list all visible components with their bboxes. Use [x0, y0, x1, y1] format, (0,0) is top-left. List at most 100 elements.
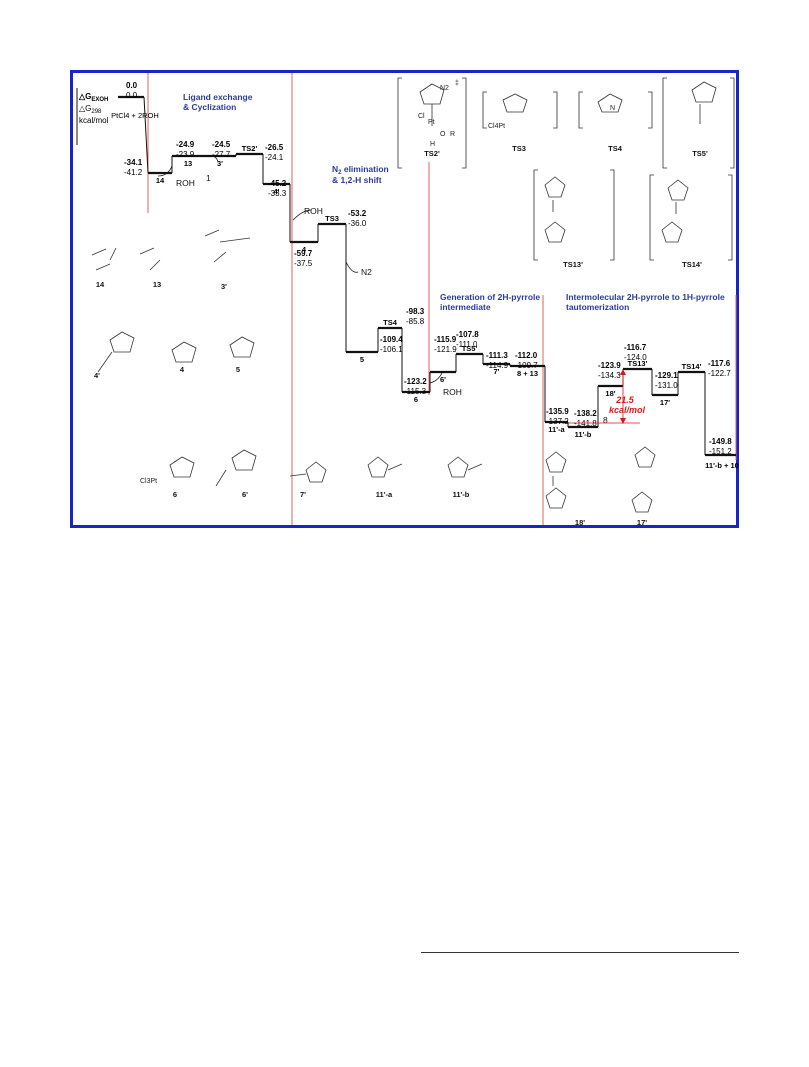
ts-bracket: [662, 77, 735, 169]
molecule-ring: [447, 456, 483, 478]
structure-label: 18': [575, 518, 585, 527]
energy-value-exoh: 0.0: [126, 81, 138, 90]
molecule-bonds: [91, 247, 117, 271]
level-label: TS3: [325, 214, 339, 223]
section-title: & Cyclization: [183, 102, 236, 112]
side-labels: ROH 1 ROH N2 ROH 8: [157, 155, 608, 425]
atom-label: Cl4Pt: [488, 123, 505, 130]
structure-label: TS13': [563, 260, 583, 269]
structure-label: TS5': [692, 149, 708, 158]
structure-label: 11'-a: [376, 490, 393, 499]
energy-value-exoh: -111.3: [486, 351, 508, 360]
level-label: TS2': [242, 144, 258, 153]
energy-value-298: -141.8: [574, 419, 597, 428]
energy-value-exoh: -107.8: [456, 330, 479, 339]
molecule-ring: [502, 93, 528, 113]
section-title: Intermolecular 2H-pyrrole to 1H-pyrrole: [566, 292, 725, 302]
molecule-bonds: [204, 229, 251, 263]
side-label: ROH: [443, 387, 462, 397]
energy-value-298: -137.2: [546, 417, 569, 426]
atom-label: N2: [440, 85, 449, 92]
energy-value-exoh: -24.5: [212, 140, 231, 149]
energy-value-298: -114.9: [486, 361, 509, 370]
legend-row1: △GEXOH: [78, 92, 108, 103]
energy-value-298: -115.3: [404, 387, 427, 396]
level-label: 3': [217, 159, 223, 168]
energy-value-298: -24.1: [265, 153, 284, 162]
barrier-value: 21.5: [615, 395, 635, 405]
structure-label: 5: [236, 365, 240, 374]
molecule-ring: [171, 341, 197, 363]
energy-value-exoh: -116.7: [624, 343, 647, 352]
energy-value-298: -151.2: [709, 447, 732, 456]
structure-label: 7': [300, 490, 306, 499]
molecule-ring: [229, 336, 255, 358]
level-label: PtCl4 + 2ROH: [111, 111, 159, 120]
atom-label: ‡: [455, 80, 459, 87]
atom-label: R: [450, 131, 455, 138]
molecule-ring: [544, 176, 566, 243]
structure-label: TS3: [512, 144, 526, 153]
energy-value-exoh: -98.3: [406, 307, 425, 316]
structure-label: 3': [221, 282, 227, 291]
level-label: 8 + 13: [517, 369, 538, 378]
structure-label: 11'-b: [453, 490, 470, 499]
energy-value-298: -23.9: [176, 150, 195, 159]
structure-label: TS14': [682, 260, 702, 269]
side-label: N2: [361, 267, 372, 277]
barrier-arrowheads: [620, 369, 626, 424]
footnote-rule: [421, 952, 739, 953]
structure-label: TS2': [424, 149, 440, 158]
level-label: 4': [274, 187, 280, 196]
legend: △GEXOH △G298 kcal/mol: [76, 88, 109, 145]
molecule-ring: [367, 456, 403, 478]
energy-value-exoh: -138.2: [574, 409, 597, 418]
level-label: 6': [440, 375, 446, 384]
energy-value-298: -106.1: [380, 345, 403, 354]
level-label: 13: [184, 159, 192, 168]
energy-value-exoh: -45.2: [268, 179, 287, 188]
energy-value-298: -134.3: [598, 371, 621, 380]
energy-value-exoh: -135.9: [546, 407, 569, 416]
section-title: Ligand exchange: [183, 92, 253, 102]
level-label: 11'-a: [548, 425, 565, 434]
side-label: 1: [206, 173, 211, 183]
legend-row2: △G298: [79, 104, 102, 115]
energy-value-exoh: -53.2: [348, 209, 367, 218]
ts-bracket: [649, 174, 733, 261]
section-titles: Ligand exchange & Cyclization N2 elimina…: [183, 92, 725, 312]
energy-value-298: -85.8: [406, 317, 425, 326]
structure-label: 6: [173, 490, 177, 499]
level-label: 5: [360, 355, 364, 364]
energy-value-298: -111.0: [456, 340, 478, 349]
side-label: 8: [603, 415, 608, 425]
level-label: TS4: [383, 318, 398, 327]
structure-label: 6': [242, 490, 248, 499]
side-label: ROH: [304, 206, 323, 216]
energy-value-298: -27.7: [212, 150, 231, 159]
energy-value-298: -33.3: [268, 189, 287, 198]
ts-bracket: [533, 169, 615, 261]
energy-value-exoh: -26.5: [265, 143, 284, 152]
energy-value-exoh: -34.1: [124, 158, 143, 167]
structure-label: 17': [637, 518, 647, 527]
legend-unit: kcal/mol: [79, 116, 109, 125]
curved-arrow: [429, 372, 443, 384]
section-dividers: [147, 73, 737, 525]
molecule-ring: [215, 449, 257, 487]
curved-arrow: [345, 261, 359, 273]
level-label: TS14': [682, 362, 702, 371]
energy-value-exoh: -115.9: [434, 335, 457, 344]
barrier-unit: kcal/mol: [609, 405, 646, 415]
atom-label: Cl: [418, 113, 425, 120]
level-label: 17': [660, 398, 670, 407]
level-label: 4: [302, 245, 307, 254]
energy-value-298: -37.5: [294, 259, 313, 268]
atom-label: Pt: [428, 119, 435, 126]
curved-arrow: [157, 165, 173, 177]
energy-value-298: -36.0: [348, 219, 367, 228]
structure-label: 4': [94, 371, 100, 380]
energy-value-298: -122.7: [708, 369, 731, 378]
